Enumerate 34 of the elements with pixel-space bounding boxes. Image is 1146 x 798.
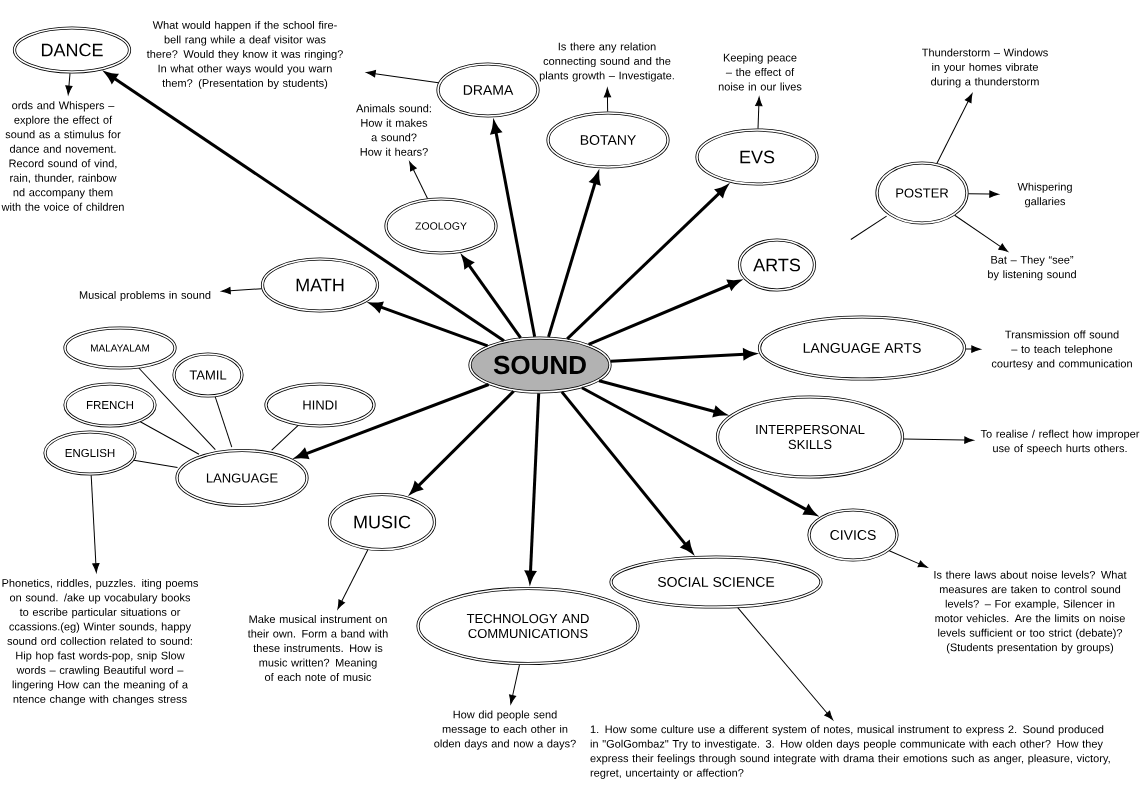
arrow	[509, 664, 520, 705]
arrow	[90, 474, 100, 573]
note-text: 1. How some culture use a different system of notes, musical instrument to express 2. Sound produced in "GolGombaz" Try to investigate. 3. How olden days people communicate with each other? How they express their feelings through sound integrate with drama their emotions such as anger, pleasure, victory, regret, uncertainty or affection?	[590, 725, 1110, 779]
connector-line	[850, 215, 888, 240]
arrow	[547, 172, 601, 338]
arrow	[737, 607, 834, 721]
arrow	[965, 345, 981, 353]
note-text: What would happen if the school fire-bell rang while a deaf visitor was there? Would they know it was ringing? In what other ways would you warn them? (Presentation by students)	[146, 20, 343, 90]
note-text: Whispering gallaries	[1017, 182, 1072, 208]
note-text: Keeping peace – the effect of noise in our lives	[718, 53, 802, 91]
arrow	[954, 214, 1008, 252]
arrow	[337, 549, 369, 610]
note-text: Phonetics, riddles, puzzles. iting poems on sound. /ake up vocabulary books to escribe particular situations or ccassions.(eg) Winter sounds, happy sound ord collection related to sound: Hip hop fast words-pop, snip Slow words – crawling Beautiful word – lingering How can the meaning of a ntence change with changes stress	[2, 578, 198, 706]
note-text: Thunderstorm – Windows in your homes vibrate during a thunderstorm	[922, 48, 1048, 88]
arrow	[888, 550, 928, 568]
arrow	[903, 436, 974, 444]
arrow	[967, 190, 999, 198]
connector-line	[133, 459, 179, 468]
connector-line	[271, 424, 299, 451]
note-text: Is there any relation connecting sound and the plants growth – Investigate.	[539, 42, 674, 82]
note-text: Bat – They “see” by listening sound	[988, 255, 1076, 281]
note-text: ords and Whispers – explore the effect of sound as a stimulus for dance and novement. Record sound of vind, rain, thunder, rainbow nd accompany them with the voice of children	[1, 101, 124, 211]
arrow	[603, 87, 612, 113]
arrow	[755, 96, 763, 130]
connector-line	[214, 396, 233, 448]
note-text: Is there laws about noise levels? What measures are taken to control sound levels? – For example, Silencer in motor vehicles. Are the limits on noise levels sufficient or too strict (debate)? (Students presentation by groups)	[934, 570, 1127, 654]
connector-line	[139, 421, 200, 455]
note-text: To realise / reflect how improper use of speech hurts others.	[980, 429, 1140, 455]
arrow	[936, 93, 973, 164]
arrow	[65, 72, 73, 95]
note-text: Transmission off sound – to teach telephone courtesy and communication	[991, 330, 1132, 370]
note-text: Make musical instrument on their own. Form a band with these instruments. How is music written? Meaning of each note of music	[247, 614, 388, 682]
note-text: How did people send message to each other in olden days and now a days?	[434, 710, 576, 750]
connector-line	[138, 367, 216, 451]
